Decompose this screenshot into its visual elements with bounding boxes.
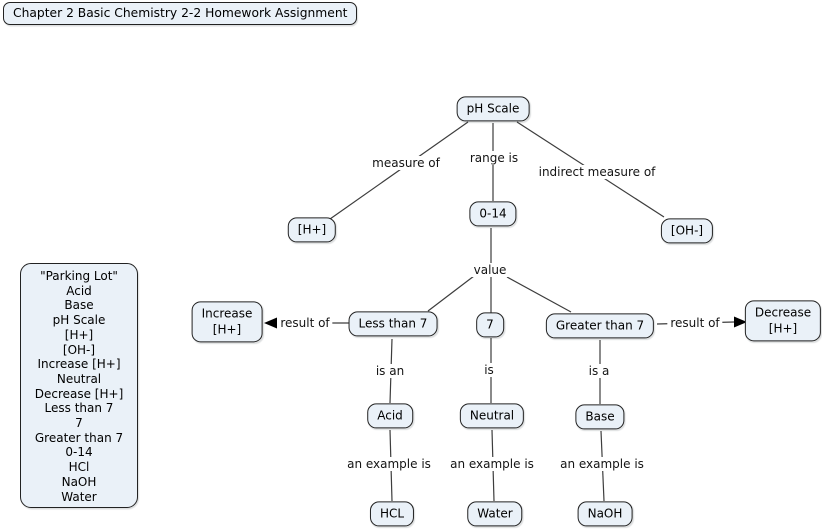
link-label-an-example-is-acid[interactable]: an example is <box>344 457 434 471</box>
parking-lot-item: [OH-] <box>62 342 96 357</box>
concept-node-acid[interactable]: Acid <box>367 403 413 429</box>
parking-lot-item: Decrease [H+] <box>34 386 124 401</box>
concept-node-naoh[interactable]: NaOH <box>577 501 633 527</box>
link-label-value[interactable]: value <box>470 263 510 277</box>
link-label-is-an[interactable]: is an <box>372 364 408 378</box>
arrow-to-increase-icon <box>264 317 277 329</box>
parking-lot-item: 7 <box>75 416 83 431</box>
concept-node-ph-scale[interactable]: pH Scale <box>456 96 530 122</box>
parking-lot-item: [H+] <box>64 327 94 342</box>
link-label-result-of-right[interactable]: result of <box>667 316 723 330</box>
link-label-is[interactable]: is <box>481 363 497 377</box>
parking-lot-item: Water <box>61 489 97 504</box>
link-label-result-of-left[interactable]: result of <box>277 316 333 330</box>
arrow-to-decrease-icon <box>734 316 747 328</box>
link-label-measure-of[interactable]: measure of <box>369 156 443 170</box>
edge-ph-scale-to-h-plus <box>329 121 469 220</box>
concept-node-oh-minus[interactable]: [OH-] <box>660 218 714 244</box>
link-label-an-example-is-base[interactable]: an example is <box>557 457 647 471</box>
concept-node-increase-h-plus[interactable]: Increase [H+] <box>191 301 263 343</box>
parking-lot-item: pH Scale <box>52 313 106 328</box>
concept-node-seven[interactable]: 7 <box>476 312 504 338</box>
concept-node-less-than-7[interactable]: Less than 7 <box>348 311 438 337</box>
parking-lot-item: "Parking Lot" <box>40 269 118 283</box>
parking-lot-item: Base <box>64 298 94 313</box>
concept-node-greater-than-7[interactable]: Greater than 7 <box>545 313 655 339</box>
parking-lot-item: Increase [H+] <box>37 357 121 372</box>
concept-node-hcl[interactable]: HCL <box>369 501 415 527</box>
parking-lot-item: NaOH <box>61 474 97 489</box>
parking-lot-item: Greater than 7 <box>34 430 124 445</box>
concept-node-water[interactable]: Water <box>467 501 523 527</box>
link-label-an-example-is-neutral[interactable]: an example is <box>447 457 537 471</box>
concept-node-zero-to-14[interactable]: 0-14 <box>469 201 517 227</box>
parking-lot-item: 0-14 <box>65 445 93 460</box>
concept-node-h-plus[interactable]: [H+] <box>287 217 337 243</box>
parking-lot-item: Less than 7 <box>44 401 114 416</box>
concept-node-base[interactable]: Base <box>575 404 625 430</box>
map-title-node[interactable]: Chapter 2 Basic Chemistry 2-2 Homework A… <box>3 2 358 25</box>
link-label-range-is[interactable]: range is <box>466 151 522 165</box>
concept-node-neutral[interactable]: Neutral <box>459 403 525 429</box>
parking-lot-item: HCl <box>68 460 90 475</box>
link-label-is-a[interactable]: is a <box>585 364 613 378</box>
parking-lot-item: Neutral <box>56 371 102 386</box>
edge-zero-to-14-to-less-than-7 <box>427 275 475 312</box>
parking-lot-item: Acid <box>66 283 92 298</box>
concept-node-decrease-h-plus[interactable]: Decrease [H+] <box>744 300 822 342</box>
edge-zero-to-14-to-greater-than-7 <box>506 276 572 313</box>
link-label-indirect-measure-of[interactable]: indirect measure of <box>535 165 659 179</box>
